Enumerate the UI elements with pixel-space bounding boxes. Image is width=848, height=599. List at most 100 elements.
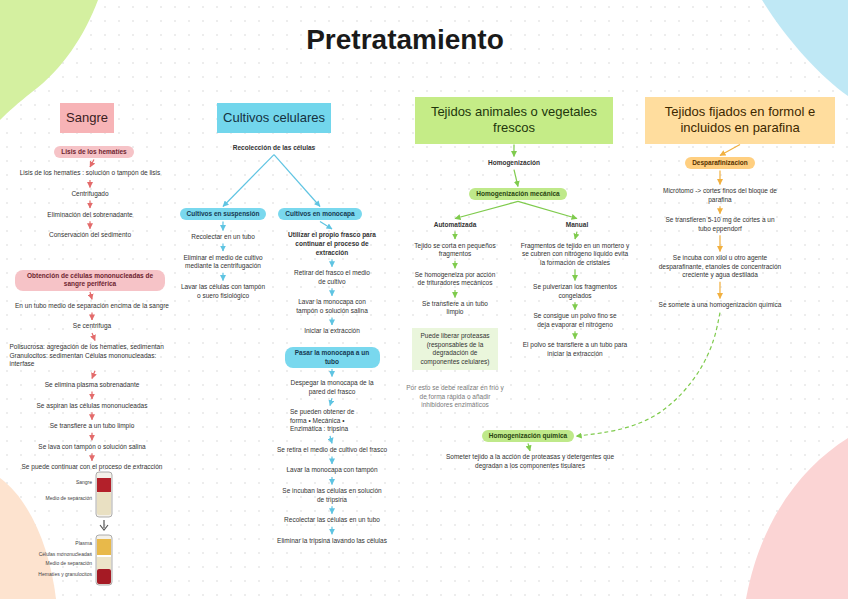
connector-arrow [91, 392, 92, 400]
connector-arrow [89, 201, 90, 209]
section-header: Cultivos celulares [217, 103, 331, 133]
connector-arrow [576, 313, 720, 437]
connector-arrow [574, 331, 575, 339]
node-text: Tejidos fijados en formol e incluidos en… [651, 104, 829, 137]
connector-arrow [222, 221, 223, 230]
separated-tube [96, 535, 112, 585]
connector-arrow [92, 333, 95, 341]
section-header: Tejidos animales o vegetales frescos [415, 97, 613, 144]
node-text: Eliminar el medio de cultivo mediante la… [180, 254, 266, 271]
step-pill: Cultivos en suspensión [180, 208, 267, 220]
connector-arrow [91, 312, 92, 320]
process-step: Se puede continuar con el proceso de ext… [20, 462, 165, 473]
step-pill: Homogenización mecánica [469, 188, 566, 200]
connector-arrow [574, 269, 575, 280]
node-text: Homogenización química [489, 432, 567, 440]
connector-arrow [331, 259, 332, 267]
connector-arrow [91, 433, 92, 441]
process-step: Se pulverizan los fragmentos congelados [525, 282, 625, 301]
connector-arrow [89, 221, 90, 229]
step-pill: Desparafinizacion [685, 157, 755, 169]
connector-arrow [574, 302, 575, 310]
connector-arrow [720, 145, 740, 156]
node-text: Puede liberar proteasas (responsables de… [416, 332, 494, 366]
connector-arrow [719, 235, 720, 251]
note-box: Puede liberar proteasas (responsables de… [412, 328, 498, 370]
connector-arrow [330, 436, 332, 444]
process-step: Se pueden obtener de forma • Mecánica • … [288, 407, 372, 435]
process-step: Lisis de los hematíes : solución o tampó… [18, 168, 163, 179]
process-step: Fragmentos de tejido en un mortero y se … [517, 241, 633, 269]
node-text: Eliminación del sobrenadante [47, 211, 132, 220]
node-text: Se incuban las células en solución de tr… [279, 487, 385, 504]
process-step: Lavar la monocapa con tampón o solución … [289, 297, 375, 316]
process-step: Se incuban las células en solución de tr… [277, 486, 387, 505]
node-text: Se consigue un polvo fino se deja evapor… [527, 312, 623, 329]
step-pill: Homogenización química [482, 430, 574, 442]
process-step: Lavar la monocapa con tampón [284, 465, 379, 476]
process-step: Se lava con tampón o solución salina [36, 442, 147, 453]
process-step: Se centrifuga [71, 321, 113, 332]
step-pill: Cultivos en monocapa [278, 208, 361, 220]
node-text: Homogenización [488, 159, 540, 168]
connector-arrow [331, 506, 332, 514]
node-text: Se transfiere a un tubo limpio [50, 422, 135, 431]
node-text: Recolección de las células [233, 144, 315, 153]
section-header: Sangre [60, 103, 114, 133]
node-text: El polvo se transfiere a un tubo para in… [521, 341, 629, 358]
diagram-title: Pretratamiento [0, 24, 810, 56]
step-pill: Lisis de los hematíes [54, 146, 133, 158]
node-text: Utilizar el propio frasco para continuar… [284, 231, 380, 257]
connector-arrow [90, 159, 94, 167]
process-step: Se transfiere a un tubo limpio [412, 299, 498, 318]
process-step: Recolectar en un tubo [189, 232, 257, 243]
node-text: Cultivos en suspensión [187, 210, 260, 218]
node-text: Lisis de los hematíes : solución o tampó… [20, 169, 161, 178]
node-text: Se aspiran las células mononucleadas [37, 402, 148, 411]
connector-arrow [575, 232, 577, 240]
blood-tube [96, 472, 112, 517]
process-step: Micrótomo -> cortes finos del bloque de … [657, 186, 783, 205]
section-header: Tejidos fijados en formol e incluidos en… [645, 97, 835, 144]
process-step: Tejido se corta en pequeños fragmentos [412, 241, 498, 260]
tube-label: Células mononucleadas [20, 552, 92, 558]
connector-arrow [92, 371, 95, 379]
process-step: Someter tejido a la acción de proteasas … [440, 452, 620, 471]
process-step: Se incuba con xilol u otro agente despar… [652, 253, 788, 281]
tube-label: Sangre [20, 480, 92, 486]
node-text: Se transfieren 5-10 mg de cortes a un tu… [659, 216, 781, 233]
node-text: Se retira el medio de cultivo del frasco [277, 446, 387, 455]
process-step: Conservación del sedimento [47, 230, 133, 241]
process-step: Manual [564, 220, 590, 231]
process-step: Iniciar la extracción [302, 326, 362, 337]
process-step: Centrifugado [69, 189, 110, 200]
connector-arrow [514, 170, 518, 187]
node-text: Homogenización mecánica [476, 190, 559, 198]
note-text: Por esto se debe realizar en frío y de f… [406, 384, 504, 410]
process-step: Se consigue un polvo fino se deja evapor… [525, 311, 625, 330]
node-text: Lisis de los hematíes [61, 148, 126, 156]
process-step: Se homogeneiza por acción de trituradore… [412, 270, 498, 289]
process-step: Eliminar la tripsina lavando las células [275, 536, 389, 547]
tube-label: Medio de separación [20, 496, 92, 502]
node-text: Recolectar en un tubo [191, 233, 255, 242]
corner-blob [762, 0, 848, 96]
node-text: Se pulverizan los fragmentos congelados [527, 283, 623, 300]
node-text: Micrótomo -> cortes finos del bloque de … [659, 187, 781, 204]
connector-arrow [331, 477, 332, 485]
step-pill: Obtención de células mononucleadas de sa… [15, 270, 165, 291]
node-text: Se homogeneiza por acción de trituradore… [414, 271, 496, 288]
node-text: Polisucrosa: agregación de los hematíes,… [10, 343, 181, 369]
process-step: Se transfieren 5-10 mg de cortes a un tu… [657, 215, 783, 234]
node-text: Sangre [66, 110, 108, 126]
node-text: Cultivos en monocapa [285, 210, 354, 218]
node-text: Automatizada [434, 221, 477, 230]
connector-arrow [91, 412, 92, 420]
connector-arrow [274, 155, 320, 207]
node-text: Lavar la monocapa con tampón [286, 466, 377, 475]
process-step: Eliminar el medio de cultivo mediante la… [178, 253, 268, 272]
tube-label: Plasma [20, 541, 92, 547]
